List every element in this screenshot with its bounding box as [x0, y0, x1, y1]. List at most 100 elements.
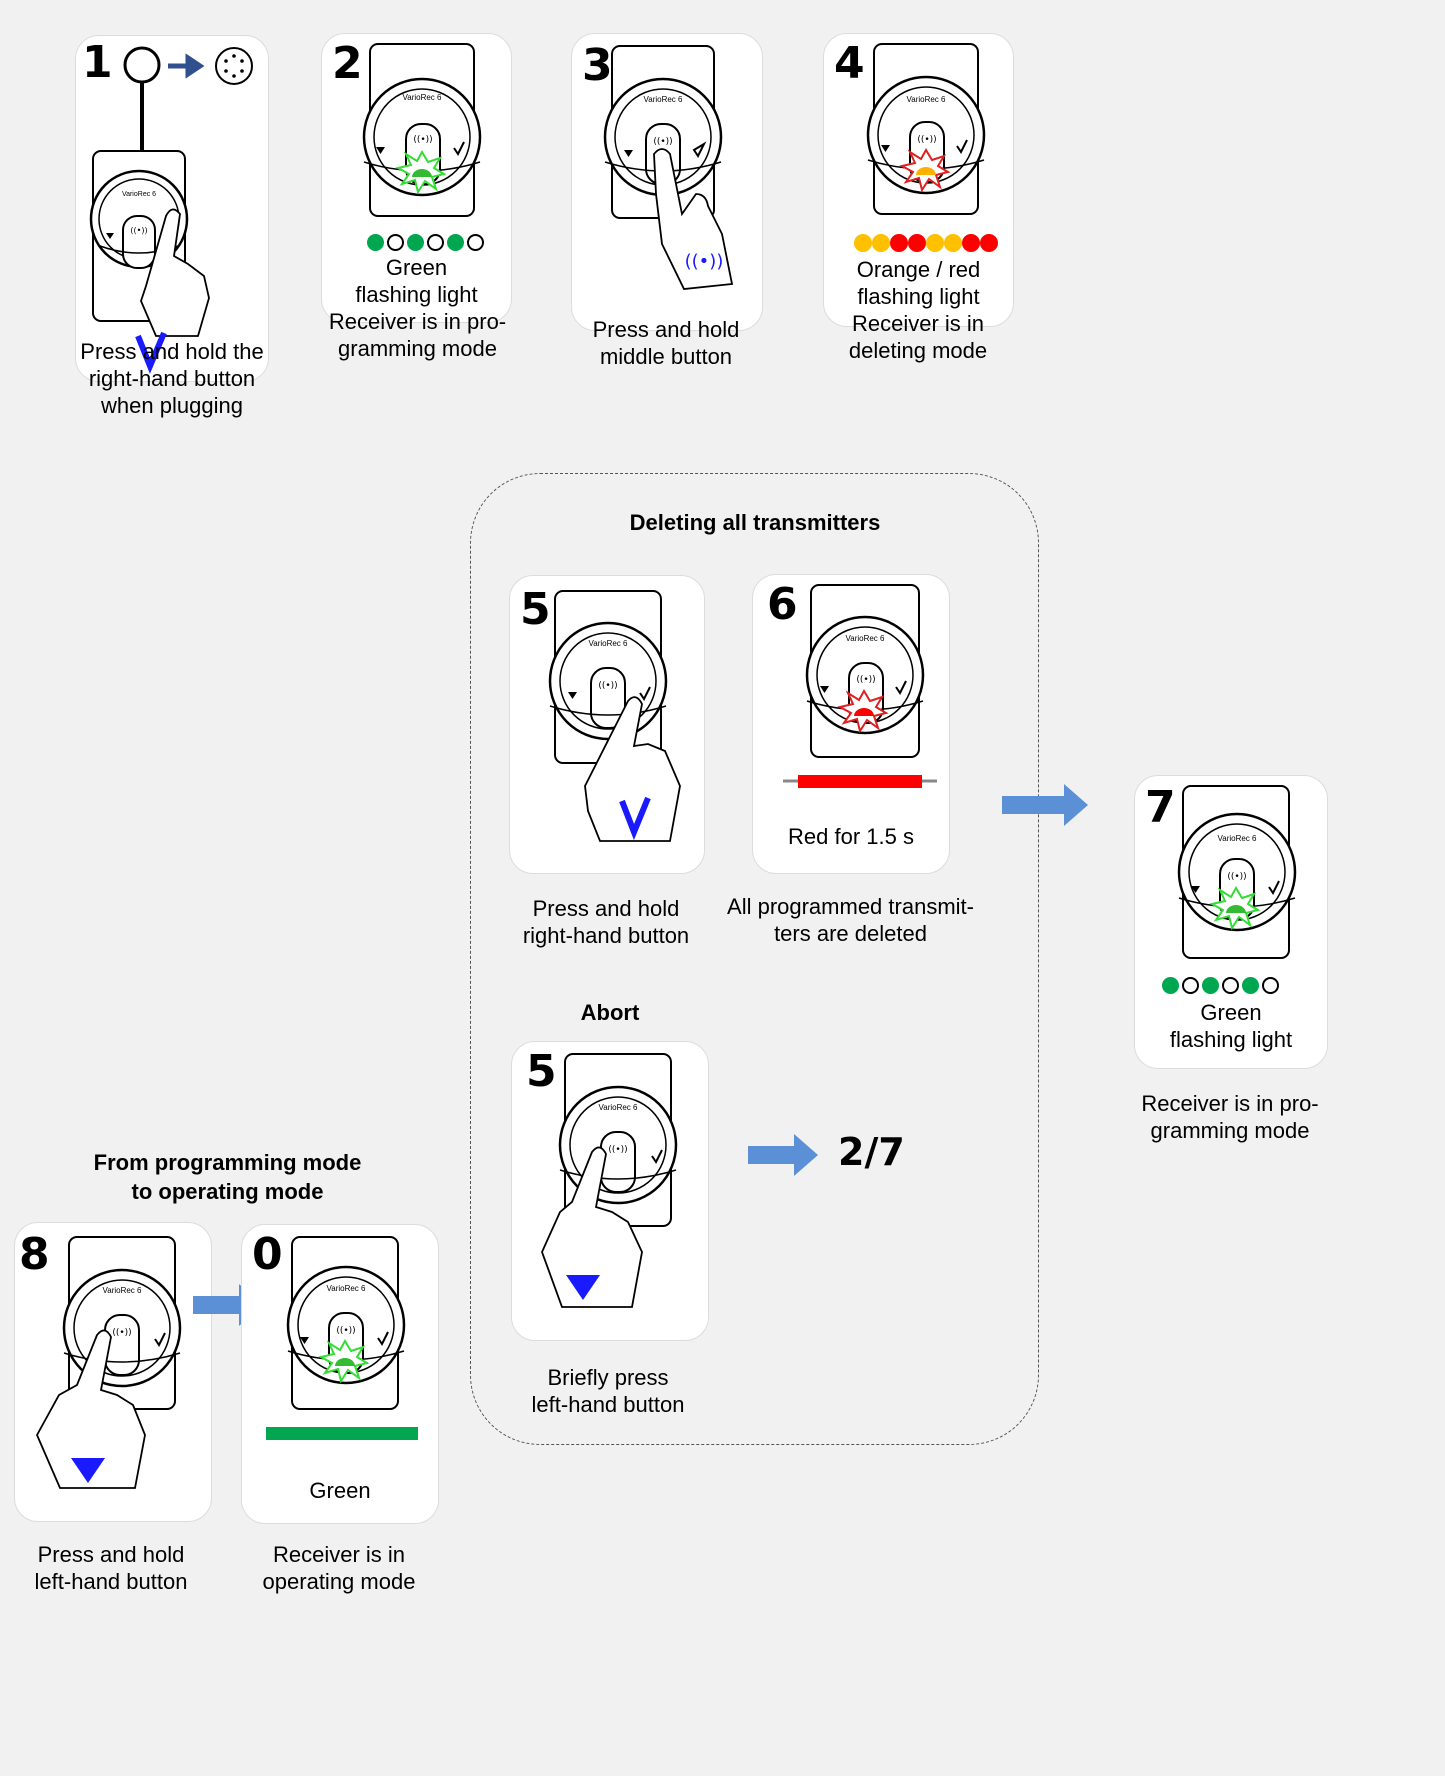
- step-7-card: VarioRec 6 ((•)) 7 Green flashing light: [1134, 775, 1328, 1069]
- svg-text:((•)): ((•)): [917, 135, 936, 145]
- led-dot: [944, 234, 962, 252]
- device-label: VarioRec 6: [644, 95, 684, 104]
- caption-line: right-hand button: [522, 923, 690, 948]
- device-label: VarioRec 6: [1218, 834, 1258, 843]
- caption-line: All programmed transmit-: [727, 894, 974, 919]
- card-line: Orange / red: [856, 257, 981, 282]
- step-1-card: VarioRec 6 ((•)) 1: [75, 35, 269, 382]
- socket-icon: [215, 47, 253, 85]
- svg-text:((•)): ((•)): [598, 681, 617, 691]
- card-text: Green flashing light: [322, 254, 511, 308]
- device-label: VarioRec 6: [907, 95, 947, 104]
- arrow-right-icon: [1002, 784, 1088, 826]
- device-label: VarioRec 6: [846, 634, 886, 643]
- receiver-illustration: VarioRec 6 ((•)): [362, 43, 482, 217]
- led-dot: [427, 234, 444, 251]
- svg-text:((•)): ((•)): [413, 135, 432, 145]
- down-triangle-icon: [71, 1458, 105, 1483]
- caption-line: gramming mode: [338, 336, 497, 361]
- led-sequence: [854, 234, 998, 252]
- plug-arrow-icon: [168, 53, 205, 79]
- device-label: VarioRec 6: [589, 639, 629, 648]
- card-text: Green flashing light: [1135, 999, 1327, 1053]
- step-8-card: VarioRec 6 ((•)) 8: [14, 1222, 212, 1522]
- heading-line: From programming mode: [93, 1150, 362, 1175]
- card-text: Green: [309, 1478, 371, 1503]
- caption-line: Receiver is in pro-: [1141, 1091, 1319, 1116]
- press-right-illustration: VarioRec 6 ((•)): [548, 590, 681, 842]
- receiver-illustration: VarioRec 6 ((•)): [266, 1236, 418, 1440]
- svg-text:((•)): ((•)): [608, 1145, 627, 1155]
- card-text: Red for 1.5 s: [788, 824, 914, 849]
- led-dot: [1162, 977, 1179, 994]
- step-number: 2: [332, 38, 363, 89]
- svg-text:((•)): ((•)): [336, 1326, 355, 1336]
- radio-signal-icon: ((•)): [685, 251, 724, 272]
- step-1-caption: Press and hold the right-hand button whe…: [52, 338, 292, 419]
- led-dot: [872, 234, 890, 252]
- led-dot: [854, 234, 872, 252]
- svg-text:((•)): ((•)): [112, 1328, 131, 1338]
- led-dot: [387, 234, 404, 251]
- led-dot: [890, 234, 908, 252]
- card-line: Green: [1200, 1000, 1262, 1025]
- led-dot: [367, 234, 384, 251]
- step-4-card: VarioRec 6 ((•)) 4 Orange / red flashing…: [823, 33, 1014, 327]
- device-label: VarioRec 6: [327, 1284, 367, 1293]
- caption-line: Press and hold: [532, 896, 680, 921]
- hand-icon: [35, 1329, 146, 1489]
- caption-line: operating mode: [262, 1569, 416, 1594]
- card-line: Green: [385, 255, 448, 280]
- delete-all-group: [470, 473, 1039, 1445]
- step-number: 0: [252, 1229, 283, 1280]
- caption-line: Receiver is in pro-: [328, 309, 507, 334]
- caption-line: Press and hold: [37, 1542, 185, 1567]
- hand-icon: [541, 1146, 643, 1308]
- checkmark-icon: [619, 796, 651, 841]
- step-0-card: VarioRec 6 ((•)) 0 Green: [241, 1224, 439, 1524]
- step-number: 3: [582, 40, 613, 91]
- press-middle-illustration: VarioRec 6 ((•)) ((•)): [603, 45, 734, 290]
- caption-line: gramming mode: [1150, 1118, 1310, 1143]
- device-label: VarioRec 6: [103, 1286, 143, 1295]
- hand-icon: [140, 208, 210, 337]
- led-dot: [980, 234, 998, 252]
- down-triangle-icon: [566, 1275, 600, 1300]
- caption-line: Briefly press: [547, 1365, 669, 1390]
- caption-line: Receiver is in: [851, 311, 985, 336]
- led-icon: [1226, 905, 1246, 913]
- caption-line: middle button: [599, 344, 733, 369]
- led-icon: [335, 1358, 355, 1366]
- hand-icon: [653, 148, 734, 290]
- step-5-caption: Press and hold right-hand button: [486, 895, 726, 949]
- step-number: 6: [767, 579, 798, 630]
- step-5b-caption: Briefly press left-hand button: [488, 1364, 728, 1418]
- step-number: 8: [19, 1229, 50, 1280]
- press-left-illustration: VarioRec 6 ((•)): [35, 1236, 182, 1489]
- heading-line: to operating mode: [131, 1179, 324, 1204]
- step-5-card: VarioRec 6 ((•)) 5: [509, 575, 705, 874]
- caption-line: Receiver is in: [272, 1542, 406, 1567]
- goto-step-label: 2/7: [838, 1130, 905, 1174]
- prog-to-op-heading: From programming mode to operating mode: [40, 1148, 415, 1206]
- card-text: Orange / red flashing light: [824, 256, 1013, 310]
- red-duration-bar: [798, 775, 922, 788]
- receiver-illustration: VarioRec 6 ((•)): [1177, 785, 1297, 959]
- step-3-card: VarioRec 6 ((•)) ((•)) 3: [571, 33, 763, 331]
- step-number: 7: [1145, 782, 1176, 833]
- led-icon: [916, 167, 936, 175]
- caption-line: when plugging: [101, 393, 243, 418]
- caption-line: Press and hold: [592, 317, 740, 342]
- device-label: VarioRec 6: [599, 1103, 639, 1112]
- led-dot: [1222, 977, 1239, 994]
- card-line: flashing light: [857, 284, 980, 309]
- step-0-caption: Receiver is in operating mode: [219, 1541, 459, 1595]
- device-label: VarioRec 6: [403, 93, 443, 102]
- led-dot: [447, 234, 464, 251]
- caption-line: deleting mode: [848, 338, 988, 363]
- led-sequence: [1162, 977, 1279, 994]
- led-dot: [962, 234, 980, 252]
- step-2-card: VarioRec 6 ((•)) 2 Green flashing light: [321, 33, 512, 323]
- led-icon: [412, 169, 432, 177]
- checkmark-icon: [135, 331, 167, 374]
